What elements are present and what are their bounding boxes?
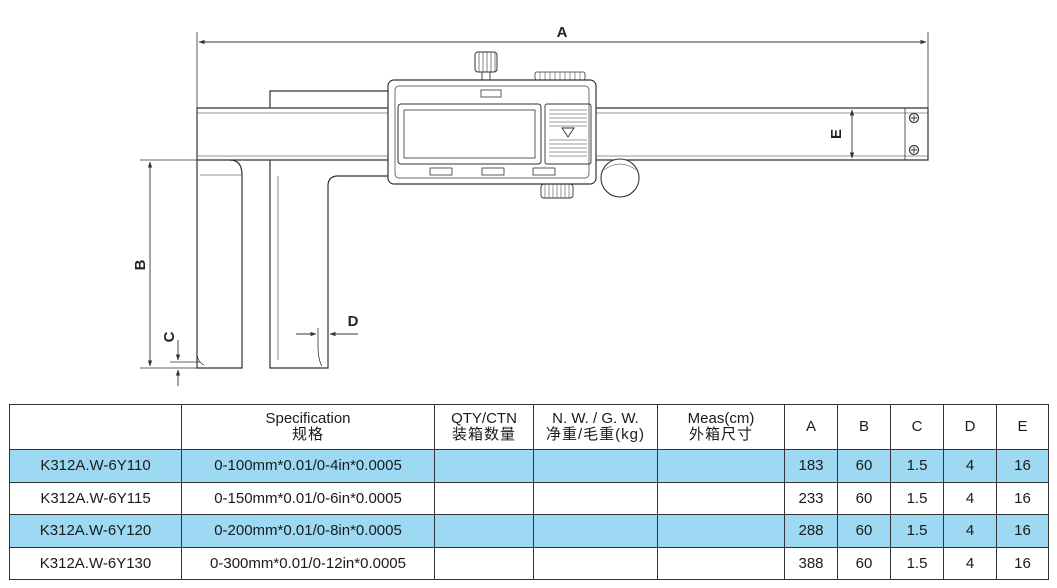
cell-e: 16 xyxy=(996,481,1049,515)
cell-a: 183 xyxy=(784,449,838,483)
screw-icon xyxy=(908,144,920,156)
cell-c: 1.5 xyxy=(890,546,944,580)
locking-screw xyxy=(474,51,498,81)
thumb-wheel xyxy=(540,158,640,199)
cell-b: 60 xyxy=(837,514,891,548)
cell-e: 16 xyxy=(996,449,1049,483)
dim-label-d: D xyxy=(348,313,359,330)
cell-d: 4 xyxy=(943,481,997,515)
power-button xyxy=(429,167,453,176)
cell-meas xyxy=(657,514,785,548)
screw-icon xyxy=(908,112,920,124)
cell-d: 4 xyxy=(943,514,997,548)
cell-weight xyxy=(533,514,658,548)
indicator-light xyxy=(480,89,502,98)
table-row: K312A.W-6Y120 0-200mm*0.01/0-8in*0.0005 … xyxy=(9,514,1049,548)
dim-label-e: E xyxy=(828,129,845,139)
fixed-jaw xyxy=(196,159,243,369)
cell-spec: 0-200mm*0.01/0-8in*0.0005 xyxy=(181,514,435,548)
lcd-screen xyxy=(397,103,542,165)
cell-weight xyxy=(533,449,658,483)
display-head xyxy=(387,71,597,185)
cell-weight xyxy=(533,546,658,580)
header-qty-en: QTY/CTN xyxy=(451,410,517,427)
zero-button xyxy=(481,167,505,176)
header-a: A xyxy=(784,404,838,450)
caliper-technical-drawing: A E B xyxy=(132,24,929,386)
header-spec-en: Specification xyxy=(265,410,351,427)
cell-qty xyxy=(434,481,534,515)
table-row: K312A.W-6Y130 0-300mm*0.01/0-12in*0.0005… xyxy=(9,546,1049,580)
header-meas: Meas(cm)外箱尺寸 xyxy=(657,404,785,450)
cell-d: 4 xyxy=(943,546,997,580)
dimension-a: A xyxy=(196,24,929,108)
cell-qty xyxy=(434,514,534,548)
header-qty-cn: 装箱数量 xyxy=(451,426,516,443)
cell-model: K312A.W-6Y115 xyxy=(9,481,182,515)
header-weight: N. W. / G. W.净重/毛重(kg) xyxy=(533,404,658,450)
cell-c: 1.5 xyxy=(890,514,944,548)
cell-meas xyxy=(657,481,785,515)
cell-meas xyxy=(657,546,785,580)
unit-button xyxy=(532,167,556,176)
cell-model: K312A.W-6Y130 xyxy=(9,546,182,580)
battery-cover xyxy=(544,103,592,165)
cell-spec: 0-150mm*0.01/0-6in*0.0005 xyxy=(181,481,435,515)
cell-a: 288 xyxy=(784,514,838,548)
dimension-d: D xyxy=(296,313,359,345)
dim-label-c: C xyxy=(161,331,178,342)
header-meas-cn: 外箱尺寸 xyxy=(688,426,753,443)
cell-e: 16 xyxy=(996,514,1049,548)
cell-model: K312A.W-6Y120 xyxy=(9,514,182,548)
cell-a: 388 xyxy=(784,546,838,580)
cell-meas xyxy=(657,449,785,483)
cell-spec: 0-300mm*0.01/0-12in*0.0005 xyxy=(181,546,435,580)
header-d: D xyxy=(943,404,997,450)
header-b: B xyxy=(837,404,891,450)
cell-weight xyxy=(533,481,658,515)
cell-c: 1.5 xyxy=(890,481,944,515)
dimension-c: C xyxy=(161,331,200,386)
cell-qty xyxy=(434,546,534,580)
cell-b: 60 xyxy=(837,481,891,515)
cell-model: K312A.W-6Y110 xyxy=(9,449,182,483)
header-spec-cn: 规格 xyxy=(291,426,324,443)
header-c: C xyxy=(890,404,944,450)
cell-a: 233 xyxy=(784,481,838,515)
header-e: E xyxy=(996,404,1049,450)
table-row: K312A.W-6Y115 0-150mm*0.01/0-6in*0.0005 … xyxy=(9,481,1049,515)
cell-e: 16 xyxy=(996,546,1049,580)
table-row: K312A.W-6Y110 0-100mm*0.01/0-4in*0.0005 … xyxy=(9,449,1049,483)
triangle-icon xyxy=(561,127,575,138)
sliding-jaw xyxy=(269,90,388,369)
dim-label-a: A xyxy=(557,24,568,41)
cell-qty xyxy=(434,449,534,483)
dimension-e: E xyxy=(828,109,855,159)
dim-label-b: B xyxy=(132,259,149,270)
header-model xyxy=(9,404,182,450)
cell-b: 60 xyxy=(837,546,891,580)
caliper-beam xyxy=(196,107,929,161)
header-meas-en: Meas(cm) xyxy=(687,410,755,427)
roller-wheel xyxy=(600,158,640,198)
cell-b: 60 xyxy=(837,449,891,483)
cell-c: 1.5 xyxy=(890,449,944,483)
header-nw-cn: 净重/毛重(kg) xyxy=(545,426,645,443)
dimension-b: B xyxy=(132,159,260,369)
cell-spec: 0-100mm*0.01/0-4in*0.0005 xyxy=(181,449,435,483)
cell-d: 4 xyxy=(943,449,997,483)
header-nw-en: N. W. / G. W. xyxy=(552,410,639,427)
